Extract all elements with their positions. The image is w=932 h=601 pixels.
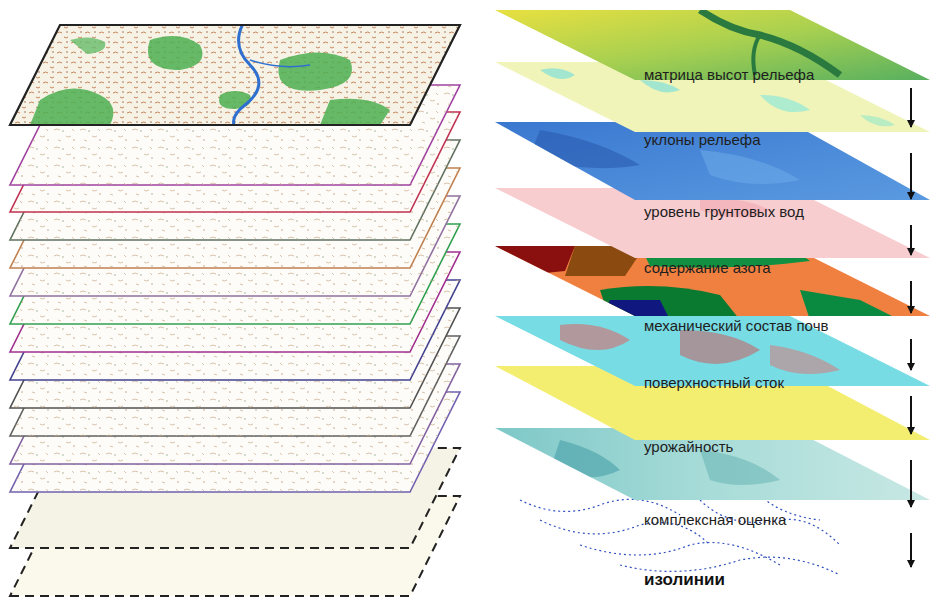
isoline-layer (495, 488, 930, 590)
flow-arrow (910, 460, 912, 507)
layer-label: поверхностный сток (640, 372, 925, 394)
layer-name: механический состав почв (644, 317, 921, 335)
layer-name: урожайность (644, 438, 921, 456)
layer-label: комплексная оценка (640, 509, 925, 531)
layer-name: содержание азота (644, 259, 921, 277)
flow-arrow (910, 281, 912, 313)
layer-label: содержание азота (640, 257, 925, 279)
flow-arrow (910, 339, 912, 370)
layer-name: матрица высот рельефа (644, 66, 921, 84)
flow-arrow (910, 153, 912, 199)
layer-name: комплексная оценка (644, 511, 921, 529)
flow-arrow (910, 88, 912, 127)
layer-name: поверхностный сток (644, 374, 921, 392)
topographic-map (0, 20, 470, 135)
layer-name: уровень грунтовых вод (644, 203, 921, 221)
layer-name: уклоны рельефа (644, 131, 921, 149)
layer-name: изолинии (644, 571, 921, 589)
map-sheets (10, 85, 460, 492)
layer-label: уклоны рельефа (640, 129, 925, 151)
layer-label: уровень грунтовых вод (640, 201, 925, 223)
layer-label: урожайность (640, 436, 925, 458)
layer-label: механический состав почв (640, 315, 925, 337)
flow-arrow (910, 225, 912, 255)
layer-label: изолинии (640, 569, 925, 591)
flow-arrow (910, 396, 912, 434)
groundwater-layer (495, 122, 930, 200)
layer-label: матрица высот рельефа (640, 64, 925, 86)
flow-arrow (910, 533, 912, 567)
